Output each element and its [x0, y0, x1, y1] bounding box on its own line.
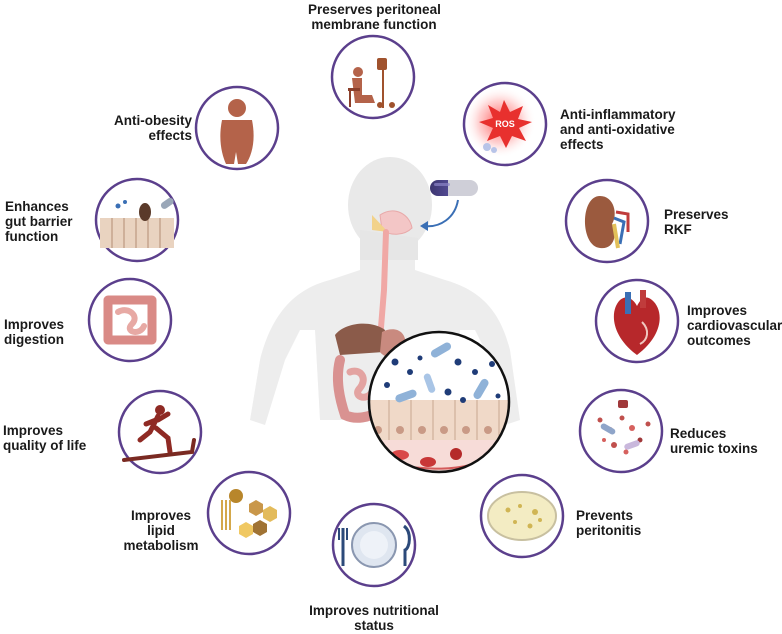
treadmill-runner-icon — [117, 389, 203, 475]
ros-text: ROS — [495, 119, 515, 129]
liver-organ — [335, 323, 385, 355]
kidney-icon — [564, 178, 650, 264]
gut-microbiota-magnifier — [367, 330, 511, 474]
heart-icon — [594, 278, 680, 364]
plate-cutlery-icon — [331, 502, 417, 588]
petri-dish-icon — [479, 473, 565, 559]
gut-barrier-icon — [94, 177, 180, 263]
peritoneal-dialysis-icon — [330, 34, 416, 120]
ros-icon: ROS — [462, 81, 548, 167]
intestine-icon — [87, 277, 173, 363]
uremic-toxins-icon — [578, 388, 664, 474]
lipid-molecules-icon — [206, 470, 292, 556]
probiotic-capsule-icon — [430, 180, 478, 196]
obesity-figure-icon — [194, 85, 280, 171]
